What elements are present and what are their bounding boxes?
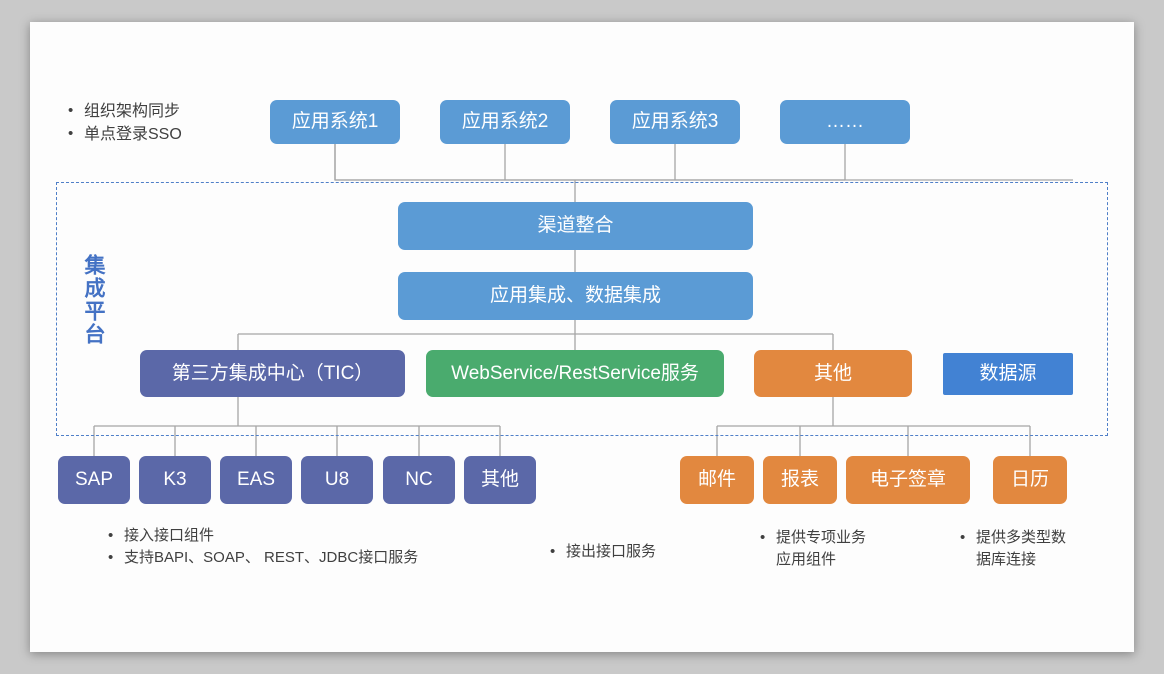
tic-child-label: K3 [163, 469, 187, 491]
other-captions: • 提供专项业务 应用组件 [760, 527, 940, 571]
tic-child-label: EAS [236, 469, 276, 491]
app-system-box-more[interactable]: …… [780, 100, 910, 144]
caption-label: 提供专项业务 应用组件 [776, 529, 867, 568]
app-system-label: …… [826, 111, 864, 133]
other-child-report[interactable]: 报表 [763, 456, 837, 504]
list-item: • 提供专项业务 应用组件 [760, 527, 940, 571]
platform-boundary [56, 182, 1108, 436]
datasource-label: 数据源 [979, 363, 1037, 385]
app-system-label: 应用系统1 [291, 111, 379, 133]
tic-child-label: U8 [324, 469, 350, 491]
tic-child-k3[interactable]: K3 [139, 456, 211, 504]
other-child-label: 日历 [1010, 469, 1049, 491]
app-system-box-2[interactable]: 应用系统2 [440, 100, 570, 144]
webservice-captions: • 接出接口服务 [550, 541, 750, 563]
bullet-dot-icon: • [68, 102, 74, 119]
webservice-box[interactable]: WebService/RestService服务 [426, 350, 724, 397]
tic-label: 第三方集成中心（TIC） [171, 362, 374, 384]
other-child-label: 报表 [780, 469, 819, 491]
slide-card: • 组织架构同步 • 单点登录SSO 集成平台 应用系统1 应用系统2 应用系统… [30, 22, 1134, 652]
other-child-esign[interactable]: 电子签章 [846, 456, 970, 504]
tic-captions: • 接入接口组件 • 支持BAPI、SOAP、 REST、JDBC接口服务 [108, 525, 508, 569]
other-child-label: 电子签章 [869, 469, 946, 491]
tic-child-u8[interactable]: U8 [301, 456, 373, 504]
bullet-dot-icon: • [68, 125, 74, 143]
tic-child-label: 其他 [480, 469, 519, 491]
tic-box[interactable]: 第三方集成中心（TIC） [140, 350, 405, 397]
platform-label: 集成平台 [82, 254, 106, 346]
tic-child-nc[interactable]: NC [383, 456, 455, 504]
app-data-integration-label: 应用集成、数据集成 [489, 285, 661, 307]
note-label: 组织架构同步 [84, 103, 181, 120]
bullet-dot-icon: • [550, 543, 556, 560]
tic-child-label: SAP [74, 469, 114, 491]
note-label: 单点登录SSO [84, 126, 182, 144]
list-item: • 支持BAPI、SOAP、 REST、JDBC接口服务 [108, 547, 508, 569]
caption-label: 提供多类型数 据库连接 [976, 529, 1067, 568]
app-system-box-1[interactable]: 应用系统1 [270, 100, 400, 144]
channel-integration-box[interactable]: 渠道整合 [398, 202, 753, 250]
tic-child-label: NC [405, 469, 433, 491]
other-services-box[interactable]: 其他 [754, 350, 912, 397]
app-system-label: 应用系统2 [461, 111, 549, 133]
bullet-dot-icon: • [760, 529, 766, 546]
other-services-label: 其他 [813, 362, 852, 384]
datasource-captions: • 提供多类型数 据库连接 [960, 527, 1140, 571]
datasource-box[interactable]: 数据源 [943, 353, 1073, 395]
tic-child-eas[interactable]: EAS [220, 456, 292, 504]
bullet-dot-icon: • [108, 527, 114, 544]
list-item: • 接入接口组件 [108, 525, 508, 547]
app-data-integration-box[interactable]: 应用集成、数据集成 [398, 272, 753, 320]
caption-label: 支持BAPI、SOAP、 REST、JDBC接口服务 [124, 548, 419, 566]
webservice-label: WebService/RestService服务 [451, 362, 699, 384]
tic-child-other[interactable]: 其他 [464, 456, 536, 504]
list-item: • 单点登录SSO [68, 123, 288, 146]
list-item: • 提供多类型数 据库连接 [960, 527, 1140, 571]
diagram-canvas: • 组织架构同步 • 单点登录SSO 集成平台 应用系统1 应用系统2 应用系统… [30, 22, 1134, 652]
app-system-box-3[interactable]: 应用系统3 [610, 100, 740, 144]
bullet-dot-icon: • [108, 548, 114, 566]
bullet-dot-icon: • [960, 529, 966, 546]
other-child-mail[interactable]: 邮件 [680, 456, 754, 504]
tic-child-sap[interactable]: SAP [58, 456, 130, 504]
list-item: • 接出接口服务 [550, 541, 750, 563]
caption-label: 接入接口组件 [124, 527, 215, 544]
app-system-label: 应用系统3 [631, 111, 719, 133]
top-notes: • 组织架构同步 • 单点登录SSO [68, 100, 288, 146]
channel-integration-label: 渠道整合 [537, 215, 614, 237]
caption-label: 接出接口服务 [566, 543, 657, 560]
other-child-calendar[interactable]: 日历 [993, 456, 1067, 504]
other-child-label: 邮件 [697, 469, 736, 491]
list-item: • 组织架构同步 [68, 100, 288, 123]
